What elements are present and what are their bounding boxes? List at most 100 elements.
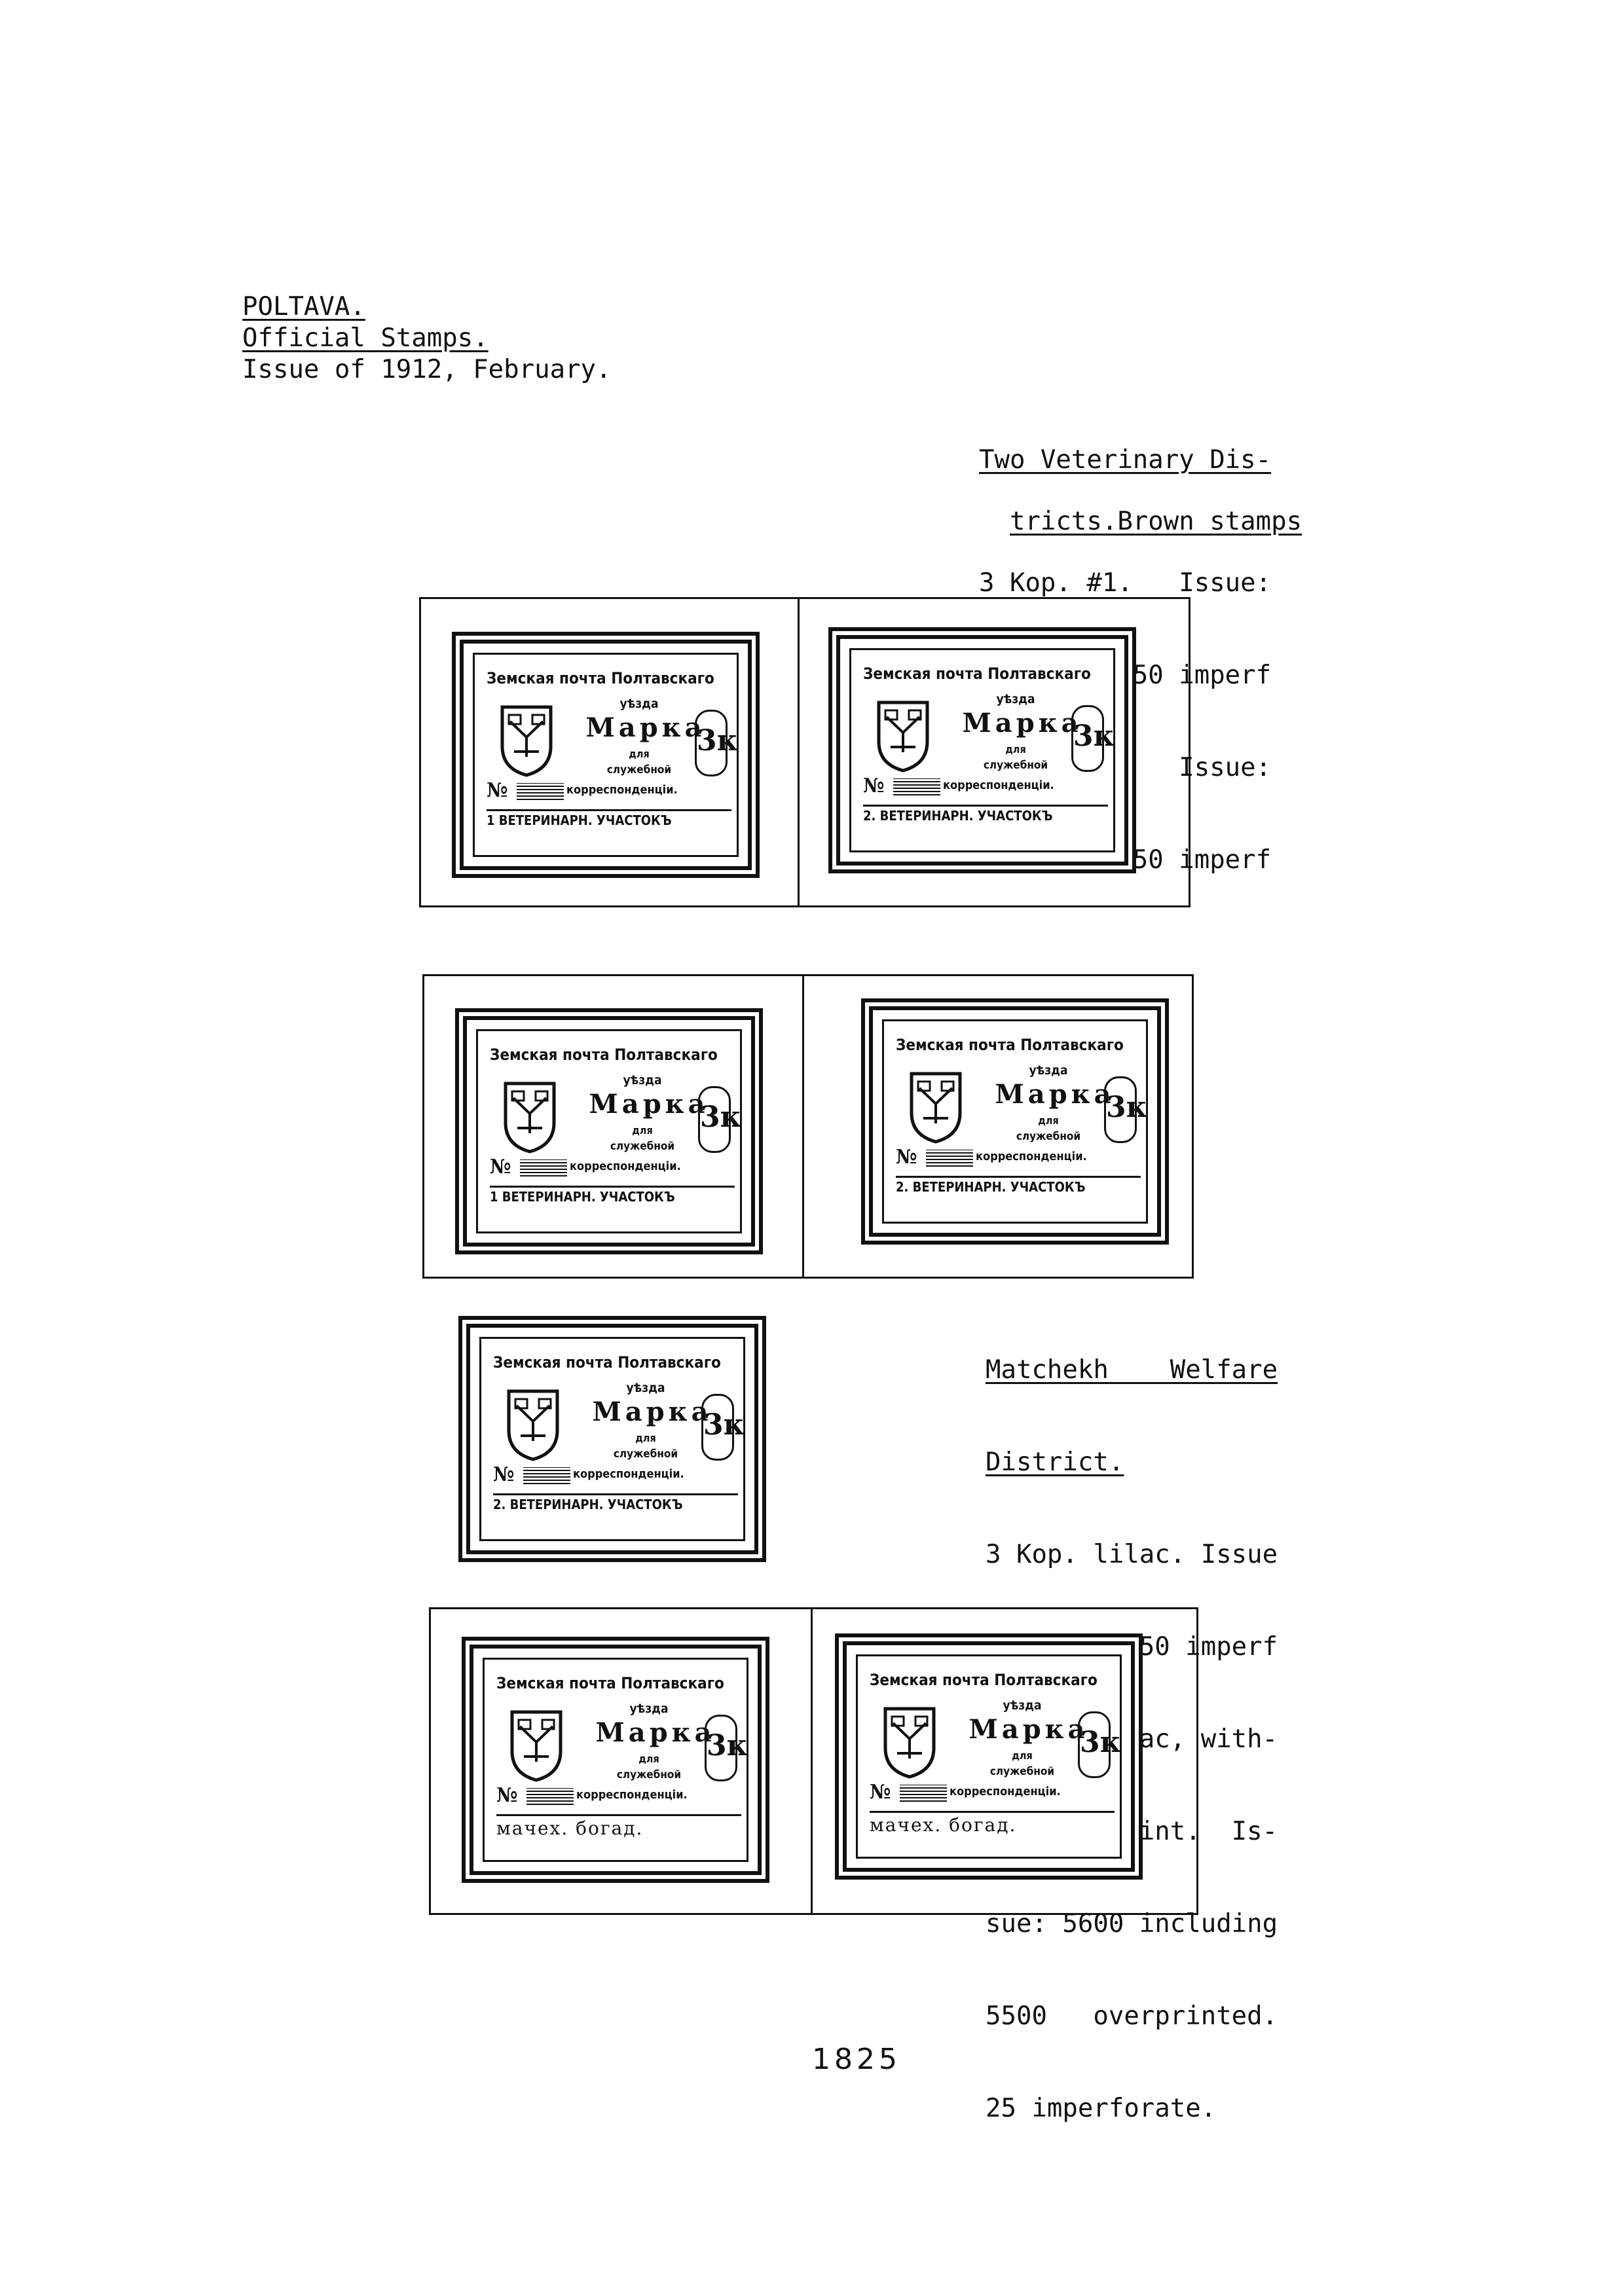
stamp-number-sign: № xyxy=(487,779,508,802)
stamp-number-lines xyxy=(523,1467,570,1484)
page-heading: POLTAVA. Official Stamps. Issue of 1912,… xyxy=(242,291,612,386)
coat-of-arms-icon xyxy=(507,1389,559,1461)
stamp-title: Земская почта Полтавскаго xyxy=(487,669,714,687)
stamp-overprint: 1 ВЕТЕРИНАРН. УЧАСТОКЪ xyxy=(490,1186,735,1205)
stamp-inner-border: Земская почта Полтавскаго уѣзда Марка дл… xyxy=(856,1654,1122,1859)
veterinary-note: Two Veterinary Dis- tricts.Brown stamps … xyxy=(979,383,1302,906)
heading-issue-date: Issue of 1912, February. xyxy=(242,355,612,384)
stamp-marka: Марка xyxy=(969,1714,1089,1745)
stamp-marka: Марка xyxy=(592,1396,712,1427)
coat-of-arms-icon xyxy=(504,1082,556,1154)
stamp-sluzhebnoi: служебной xyxy=(616,1768,682,1781)
stamp-korrespondentsii: корреспонденцiи. xyxy=(573,1467,684,1481)
stamp: Земская почта Полтавскаго уѣзда Марка дл… xyxy=(828,627,1136,873)
stamp-value: 3к xyxy=(698,1086,741,1153)
heading-region: POLTAVA. xyxy=(242,292,365,321)
stamp-korrespondentsii: корреспонденцiи. xyxy=(943,778,1054,792)
stamp-overprint: 2. ВЕТЕРИНАРН. УЧАСТОКЪ xyxy=(493,1493,738,1512)
stamp-uezd: уѣзда xyxy=(996,692,1035,706)
stamp-inner-border: Земская почта Полтавскаго уѣзда Марка дл… xyxy=(473,653,739,857)
frame-divider xyxy=(802,974,804,1279)
stamp-sluzhebnoi: служебной xyxy=(983,759,1048,772)
heading-subject: Official Stamps. xyxy=(242,323,489,353)
stamp-overprint: мачех. богад. xyxy=(870,1811,1115,1836)
stamp-sluzhebnoi: служебной xyxy=(610,1140,675,1153)
stamp-number-sign: № xyxy=(896,1146,917,1169)
note-line: Matchekh Welfare xyxy=(986,1355,1278,1385)
stamp-uezd: уѣзда xyxy=(626,1381,665,1395)
stamp-dlya: для xyxy=(632,1124,653,1137)
stamp-korrespondentsii: корреспонденцiи. xyxy=(950,1785,1061,1798)
stamp-dlya: для xyxy=(1038,1114,1059,1127)
stamp-title: Земская почта Полтавскаго xyxy=(490,1046,718,1064)
stamp-title: Земская почта Полтавскаго xyxy=(496,1674,724,1692)
stamp-inner-border: Земская почта Полтавскаго уѣзда Марка дл… xyxy=(849,648,1115,852)
stamp: Земская почта Полтавскаго уѣзда Марка дл… xyxy=(835,1633,1143,1880)
stamp-value: 3к xyxy=(1078,1711,1120,1778)
stamp-uezd: уѣзда xyxy=(623,1073,662,1087)
stamp-uezd: уѣзда xyxy=(619,697,659,711)
stamp-title: Земская почта Полтавскаго xyxy=(863,665,1091,683)
stamp-marka: Марка xyxy=(589,1089,709,1120)
stamp-korrespondentsii: корреспонденцiи. xyxy=(570,1159,681,1173)
stamp-korrespondentsii: корреспонденцiи. xyxy=(976,1150,1087,1163)
stamp-number-lines xyxy=(517,783,564,800)
stamp: Земская почта Полтавскаго уѣзда Марка дл… xyxy=(861,998,1169,1245)
stamp-value: 3к xyxy=(1071,705,1114,772)
stamp-inner-border: Земская почта Полтавскаго уѣзда Марка дл… xyxy=(479,1337,745,1541)
stamp-uezd: уѣзда xyxy=(629,1702,669,1716)
stamp-marka: Марка xyxy=(962,708,1082,738)
coat-of-arms-icon xyxy=(877,701,929,773)
note-line: tricts.Brown stamps xyxy=(1009,507,1302,536)
stamp-inner-border: Земская почта Полтавскаго уѣзда Марка дл… xyxy=(476,1029,742,1233)
stamp-inner-border: Земская почта Полтавскаго уѣзда Марка дл… xyxy=(483,1658,748,1862)
stamp-title: Земская почта Полтавскаго xyxy=(870,1671,1098,1689)
stamp-dlya: для xyxy=(635,1432,656,1444)
stamp-sluzhebnoi: служебной xyxy=(1016,1130,1081,1143)
stamp-title: Земская почта Полтавскаго xyxy=(896,1036,1124,1054)
note-line: 25 imperforate. xyxy=(986,2094,1217,2123)
stamp: Земская почта Полтавскаго уѣзда Марка дл… xyxy=(455,1008,763,1254)
stamp-overprint: мачех. богад. xyxy=(496,1814,741,1839)
stamp-marka: Марка xyxy=(595,1717,716,1748)
stamp-number-sign: № xyxy=(870,1781,891,1804)
stamp-value: 3к xyxy=(695,710,737,776)
stamp-number-lines xyxy=(926,1150,973,1167)
stamp-number-lines xyxy=(520,1159,567,1176)
stamp-number-lines xyxy=(900,1785,947,1802)
page-number: 1825 xyxy=(812,2043,901,2076)
stamp-overprint: 2. ВЕТЕРИНАРН. УЧАСТОКЪ xyxy=(863,805,1108,824)
stamp-pair-frame xyxy=(422,974,1194,1279)
stamp-number-sign: № xyxy=(863,774,885,797)
stamp-inner-border: Земская почта Полтавскаго уѣзда Марка дл… xyxy=(882,1019,1148,1224)
stamp-overprint: 1 ВЕТЕРИНАРН. УЧАСТОКЪ xyxy=(487,809,731,828)
coat-of-arms-icon xyxy=(883,1707,936,1779)
stamp-uezd: уѣзда xyxy=(1003,1698,1042,1713)
stamp-number-sign: № xyxy=(490,1156,511,1178)
stamp-sluzhebnoi: служебной xyxy=(989,1765,1055,1778)
stamp: Земская почта Полтавскаго уѣзда Марка дл… xyxy=(458,1316,766,1562)
stamp-marka: Марка xyxy=(995,1079,1115,1110)
frame-divider xyxy=(798,597,800,907)
note-line: 3 Kop. #1. Issue: xyxy=(979,568,1272,598)
coat-of-arms-icon xyxy=(910,1072,962,1144)
note-line: District. xyxy=(986,1448,1124,1477)
stamp-title: Земская почта Полтавскаго xyxy=(493,1353,721,1372)
stamp-overprint: 2. ВЕТЕРИНАРН. УЧАСТОКЪ xyxy=(896,1176,1141,1195)
coat-of-arms-icon xyxy=(500,705,553,777)
stamp-dlya: для xyxy=(629,748,650,760)
stamp: Земская почта Полтавскаго уѣзда Марка дл… xyxy=(462,1637,769,1883)
stamp-uezd: уѣзда xyxy=(1029,1063,1068,1078)
stamp-korrespondentsii: корреспонденцiи. xyxy=(576,1788,688,1802)
note-line: 5500 overprinted. xyxy=(986,2001,1278,2031)
stamp-value: 3к xyxy=(701,1394,744,1461)
note-line: 3 Kop. lilac. Issue xyxy=(986,1540,1278,1569)
frame-divider xyxy=(811,1607,813,1915)
stamp-number-sign: № xyxy=(496,1784,518,1807)
stamp-number-lines xyxy=(893,778,940,795)
stamp-value: 3к xyxy=(705,1715,747,1781)
stamp-sluzhebnoi: служебной xyxy=(606,763,672,776)
stamp-dlya: для xyxy=(1005,743,1026,756)
stamp-dlya: для xyxy=(638,1753,659,1765)
stamp-marka: Марка xyxy=(585,712,706,743)
